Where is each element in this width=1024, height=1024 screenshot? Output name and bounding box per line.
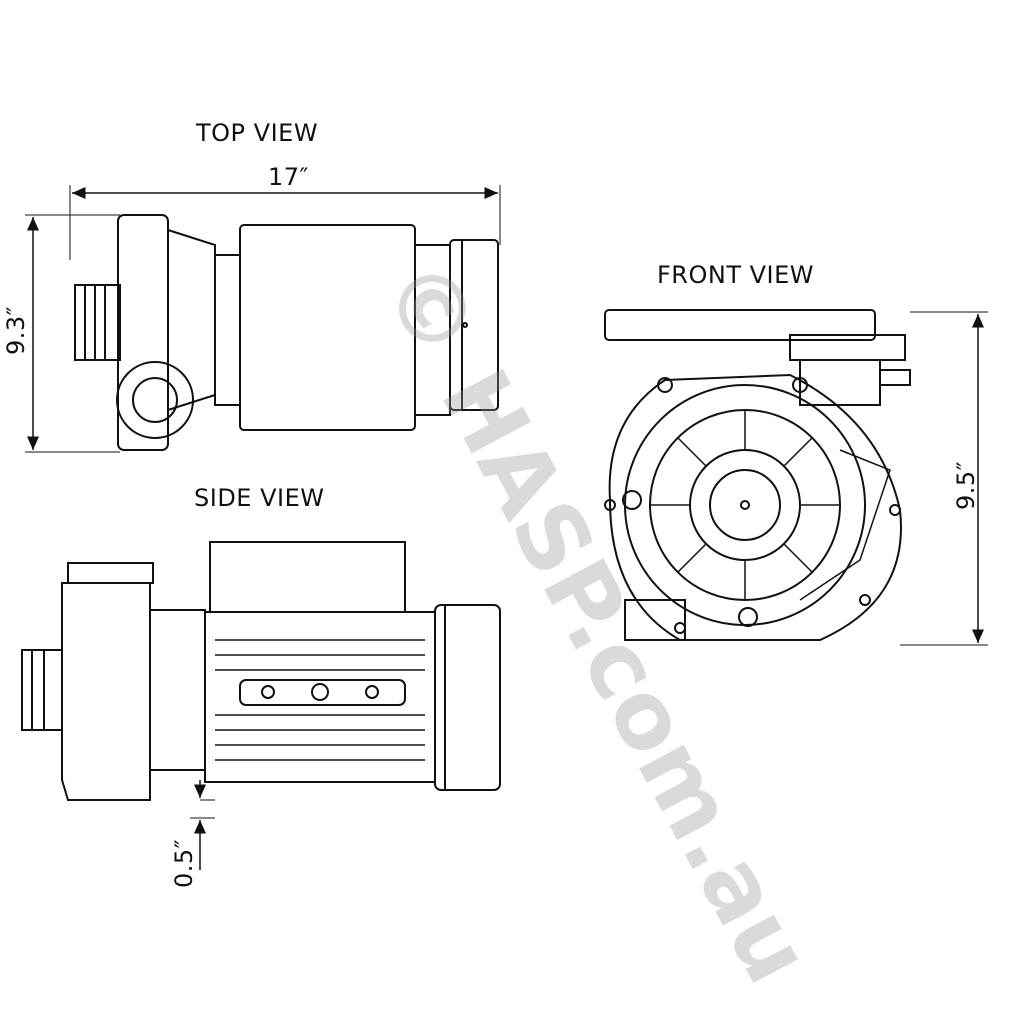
top-height-label: 9.3″ (2, 305, 30, 355)
top-view-title: TOP VIEW (196, 119, 319, 147)
top-view-drawing (74, 214, 499, 451)
top-width-label: 17″ (268, 163, 310, 191)
top-height-dimension (25, 214, 120, 453)
front-view-drawing (604, 309, 911, 641)
side-view-title: SIDE VIEW (194, 484, 325, 512)
front-height-dimension (900, 311, 988, 646)
side-offset-dimension (190, 780, 215, 870)
side-offset-label: 0.5″ (170, 838, 198, 888)
front-height-label: 9.5″ (952, 460, 980, 510)
top-width-dimension (69, 185, 501, 260)
front-view-title: FRONT VIEW (657, 261, 815, 289)
side-view-drawing (21, 541, 501, 801)
